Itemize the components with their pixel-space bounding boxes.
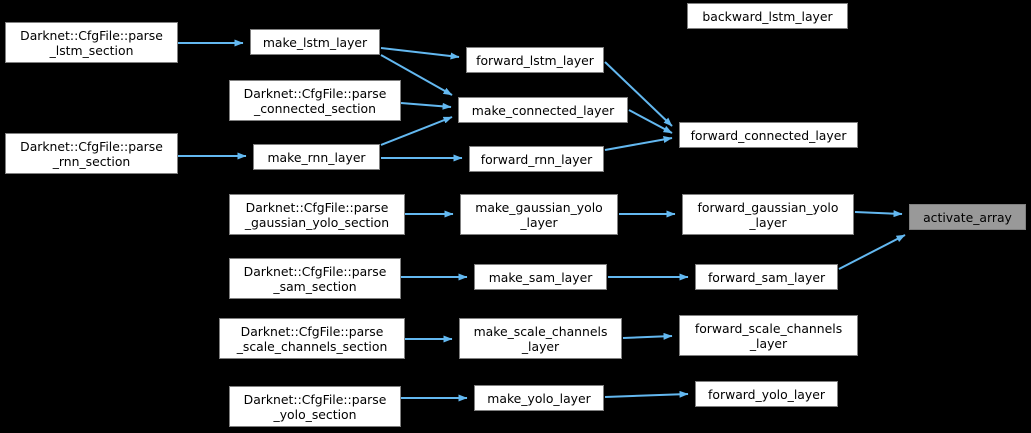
node-label: make_scale_channels _layer bbox=[473, 323, 608, 354]
node-make_lstm_layer[interactable]: make_lstm_layer bbox=[250, 29, 380, 55]
node-make_yolo_layer[interactable]: make_yolo_layer bbox=[474, 385, 604, 411]
node-label: Darknet::CfgFile::parse _yolo_section bbox=[243, 391, 387, 422]
node-label: Darknet::CfgFile::parse _lstm_section bbox=[20, 27, 163, 58]
node-forward_yolo_layer[interactable]: forward_yolo_layer bbox=[695, 381, 838, 407]
node-label: make_lstm_layer bbox=[262, 34, 368, 50]
node-label: forward_rnn_layer bbox=[480, 151, 593, 167]
edge-make_scale_channels_layer-to-forward_scale_channels_layer bbox=[622, 332, 673, 340]
node-parse_connected_section[interactable]: Darknet::CfgFile::parse _connected_secti… bbox=[229, 80, 401, 121]
edge-make_rnn_layer-to-make_connected_layer bbox=[380, 116, 453, 146]
node-label: forward_yolo_layer bbox=[708, 386, 825, 402]
edge-make_connected_layer-to-forward_connected_layer bbox=[628, 109, 673, 134]
node-label: forward_gaussian_yolo _layer bbox=[697, 199, 839, 230]
node-label: make_sam_layer bbox=[488, 269, 593, 285]
node-forward_sam_layer[interactable]: forward_sam_layer bbox=[695, 264, 838, 290]
node-make_sam_layer[interactable]: make_sam_layer bbox=[474, 264, 607, 290]
edge-forward_gaussian_yolo_layer-to-activate_array bbox=[854, 210, 903, 218]
node-label: forward_scale_channels _layer bbox=[694, 320, 843, 351]
node-label: make_gaussian_yolo _layer bbox=[475, 199, 603, 230]
node-label: forward_lstm_layer bbox=[476, 52, 594, 68]
node-label: make_rnn_layer bbox=[267, 149, 366, 165]
edge-forward_sam_layer-to-activate_array bbox=[838, 234, 906, 270]
node-label: Darknet::CfgFile::parse _rnn_section bbox=[20, 138, 163, 169]
node-label: backward_lstm_layer bbox=[702, 8, 833, 24]
node-parse_gaussian_yolo_section[interactable]: Darknet::CfgFile::parse _gaussian_yolo_s… bbox=[229, 194, 405, 235]
node-forward_connected_layer[interactable]: forward_connected_layer bbox=[679, 122, 858, 148]
node-forward_rnn_layer[interactable]: forward_rnn_layer bbox=[469, 146, 604, 172]
node-parse_yolo_section[interactable]: Darknet::CfgFile::parse _yolo_section bbox=[229, 386, 401, 427]
node-label: forward_sam_layer bbox=[707, 269, 826, 285]
node-make_rnn_layer[interactable]: make_rnn_layer bbox=[253, 144, 380, 170]
node-label: forward_connected_layer bbox=[690, 127, 847, 143]
node-backward_lstm_layer[interactable]: backward_lstm_layer bbox=[687, 3, 848, 29]
edge-parse_connected_section-to-make_connected_layer bbox=[400, 102, 452, 110]
node-parse_sam_section[interactable]: Darknet::CfgFile::parse _sam_section bbox=[229, 258, 401, 299]
edge-forward_rnn_layer-to-forward_connected_layer bbox=[604, 136, 673, 151]
node-label: Darknet::CfgFile::parse _connected_secti… bbox=[243, 85, 387, 116]
node-forward_lstm_layer[interactable]: forward_lstm_layer bbox=[466, 47, 604, 73]
node-label: make_yolo_layer bbox=[487, 390, 591, 406]
node-parse_scale_channels_section[interactable]: Darknet::CfgFile::parse _scale_channels_… bbox=[219, 318, 405, 359]
node-make_scale_channels_layer[interactable]: make_scale_channels _layer bbox=[459, 318, 622, 359]
node-activate_array[interactable]: activate_array bbox=[909, 204, 1026, 230]
node-label: make_connected_layer bbox=[471, 102, 615, 118]
edge-make_yolo_layer-to-forward_yolo_layer bbox=[604, 390, 689, 398]
node-forward_gaussian_yolo_layer[interactable]: forward_gaussian_yolo _layer bbox=[682, 194, 854, 235]
node-parse_rnn_section[interactable]: Darknet::CfgFile::parse _rnn_section bbox=[5, 133, 178, 174]
node-forward_scale_channels_layer[interactable]: forward_scale_channels _layer bbox=[679, 315, 858, 356]
node-label: Darknet::CfgFile::parse _gaussian_yolo_s… bbox=[244, 199, 390, 230]
node-make_connected_layer[interactable]: make_connected_layer bbox=[458, 97, 628, 123]
node-parse_lstm_section[interactable]: Darknet::CfgFile::parse _lstm_section bbox=[5, 22, 178, 63]
edge-make_lstm_layer-to-forward_lstm_layer bbox=[380, 47, 460, 60]
node-label: activate_array bbox=[923, 209, 1012, 225]
node-make_gaussian_yolo_layer[interactable]: make_gaussian_yolo _layer bbox=[460, 194, 618, 235]
node-label: Darknet::CfgFile::parse _sam_section bbox=[243, 263, 387, 294]
node-label: Darknet::CfgFile::parse _scale_channels_… bbox=[236, 323, 388, 354]
